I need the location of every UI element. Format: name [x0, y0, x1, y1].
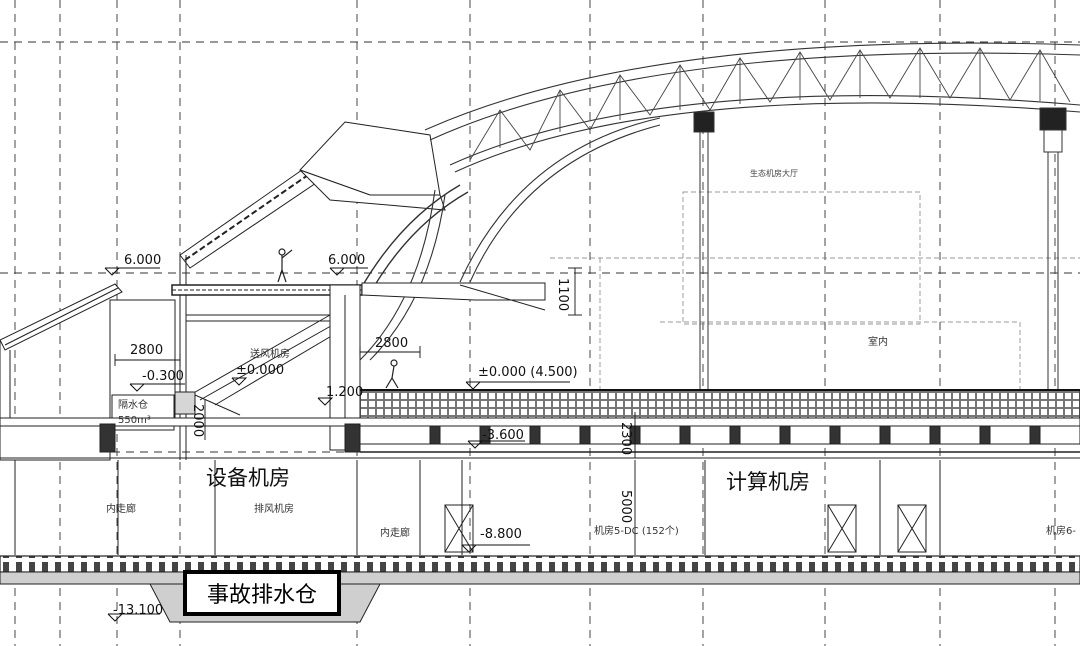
- exhaust-room-label: 排风机房: [254, 504, 294, 515]
- water-tank-area: 550m³: [118, 415, 151, 426]
- left-roof: [0, 283, 123, 420]
- machine-room-a: 机房5-DC (152个): [594, 526, 679, 537]
- foundation-base: [0, 571, 1080, 585]
- level-ground: ±0.000 (4.500): [478, 365, 578, 380]
- dimension-lines: [114, 267, 636, 555]
- mid-slab: [0, 417, 1080, 459]
- dim-span-left: 2800: [130, 343, 164, 358]
- fan-room-upper-label: 送风机房: [250, 349, 290, 360]
- foundation-piles: [0, 555, 1080, 573]
- truss-web: [469, 47, 1071, 161]
- ground-slab: [359, 389, 1080, 419]
- emergency-tank-title: 事故排水仓: [183, 570, 341, 616]
- arch-truss: [359, 42, 1080, 361]
- water-tank-label: 隔水仓: [118, 400, 148, 411]
- level-markers: [104, 267, 570, 622]
- machine-room-b: 机房6-: [1046, 526, 1076, 537]
- dim-rail-height: 1100: [555, 278, 570, 312]
- dim-basement-height: 5000: [618, 490, 633, 524]
- equipment-room-title: 设备机房: [206, 466, 290, 490]
- inner-corridor-mid: 内走廊: [380, 528, 410, 539]
- level-basement: -8.800: [480, 527, 522, 542]
- canopy: [179, 121, 446, 460]
- dim-span-right: 2800: [375, 336, 409, 351]
- truss-columns: [693, 107, 1067, 390]
- level-roof-left: 6.000: [124, 253, 162, 268]
- dim-tank-height: 2000: [190, 404, 205, 438]
- indoor-label: 室内: [868, 337, 888, 348]
- dim-slab-depth: 2300: [618, 422, 633, 456]
- level-parapet: 1.200: [326, 385, 364, 400]
- ecological-hall-label: 生态机房大厅: [750, 169, 798, 178]
- human-figures: [277, 248, 399, 389]
- level-fan-floor: ±0.000: [236, 363, 285, 378]
- inner-corridor-left: 内走廊: [106, 504, 136, 515]
- basement-walls: [14, 460, 941, 555]
- computing-room-title: 计算机房: [726, 470, 810, 494]
- level-pit-bottom: -13.100: [113, 603, 164, 618]
- hall-outlines: [550, 191, 1080, 390]
- level-lower-slab: -3.600: [482, 428, 524, 443]
- level-roof-mid: 6.000: [328, 253, 366, 268]
- level-upper-floor: -0.300: [142, 369, 184, 384]
